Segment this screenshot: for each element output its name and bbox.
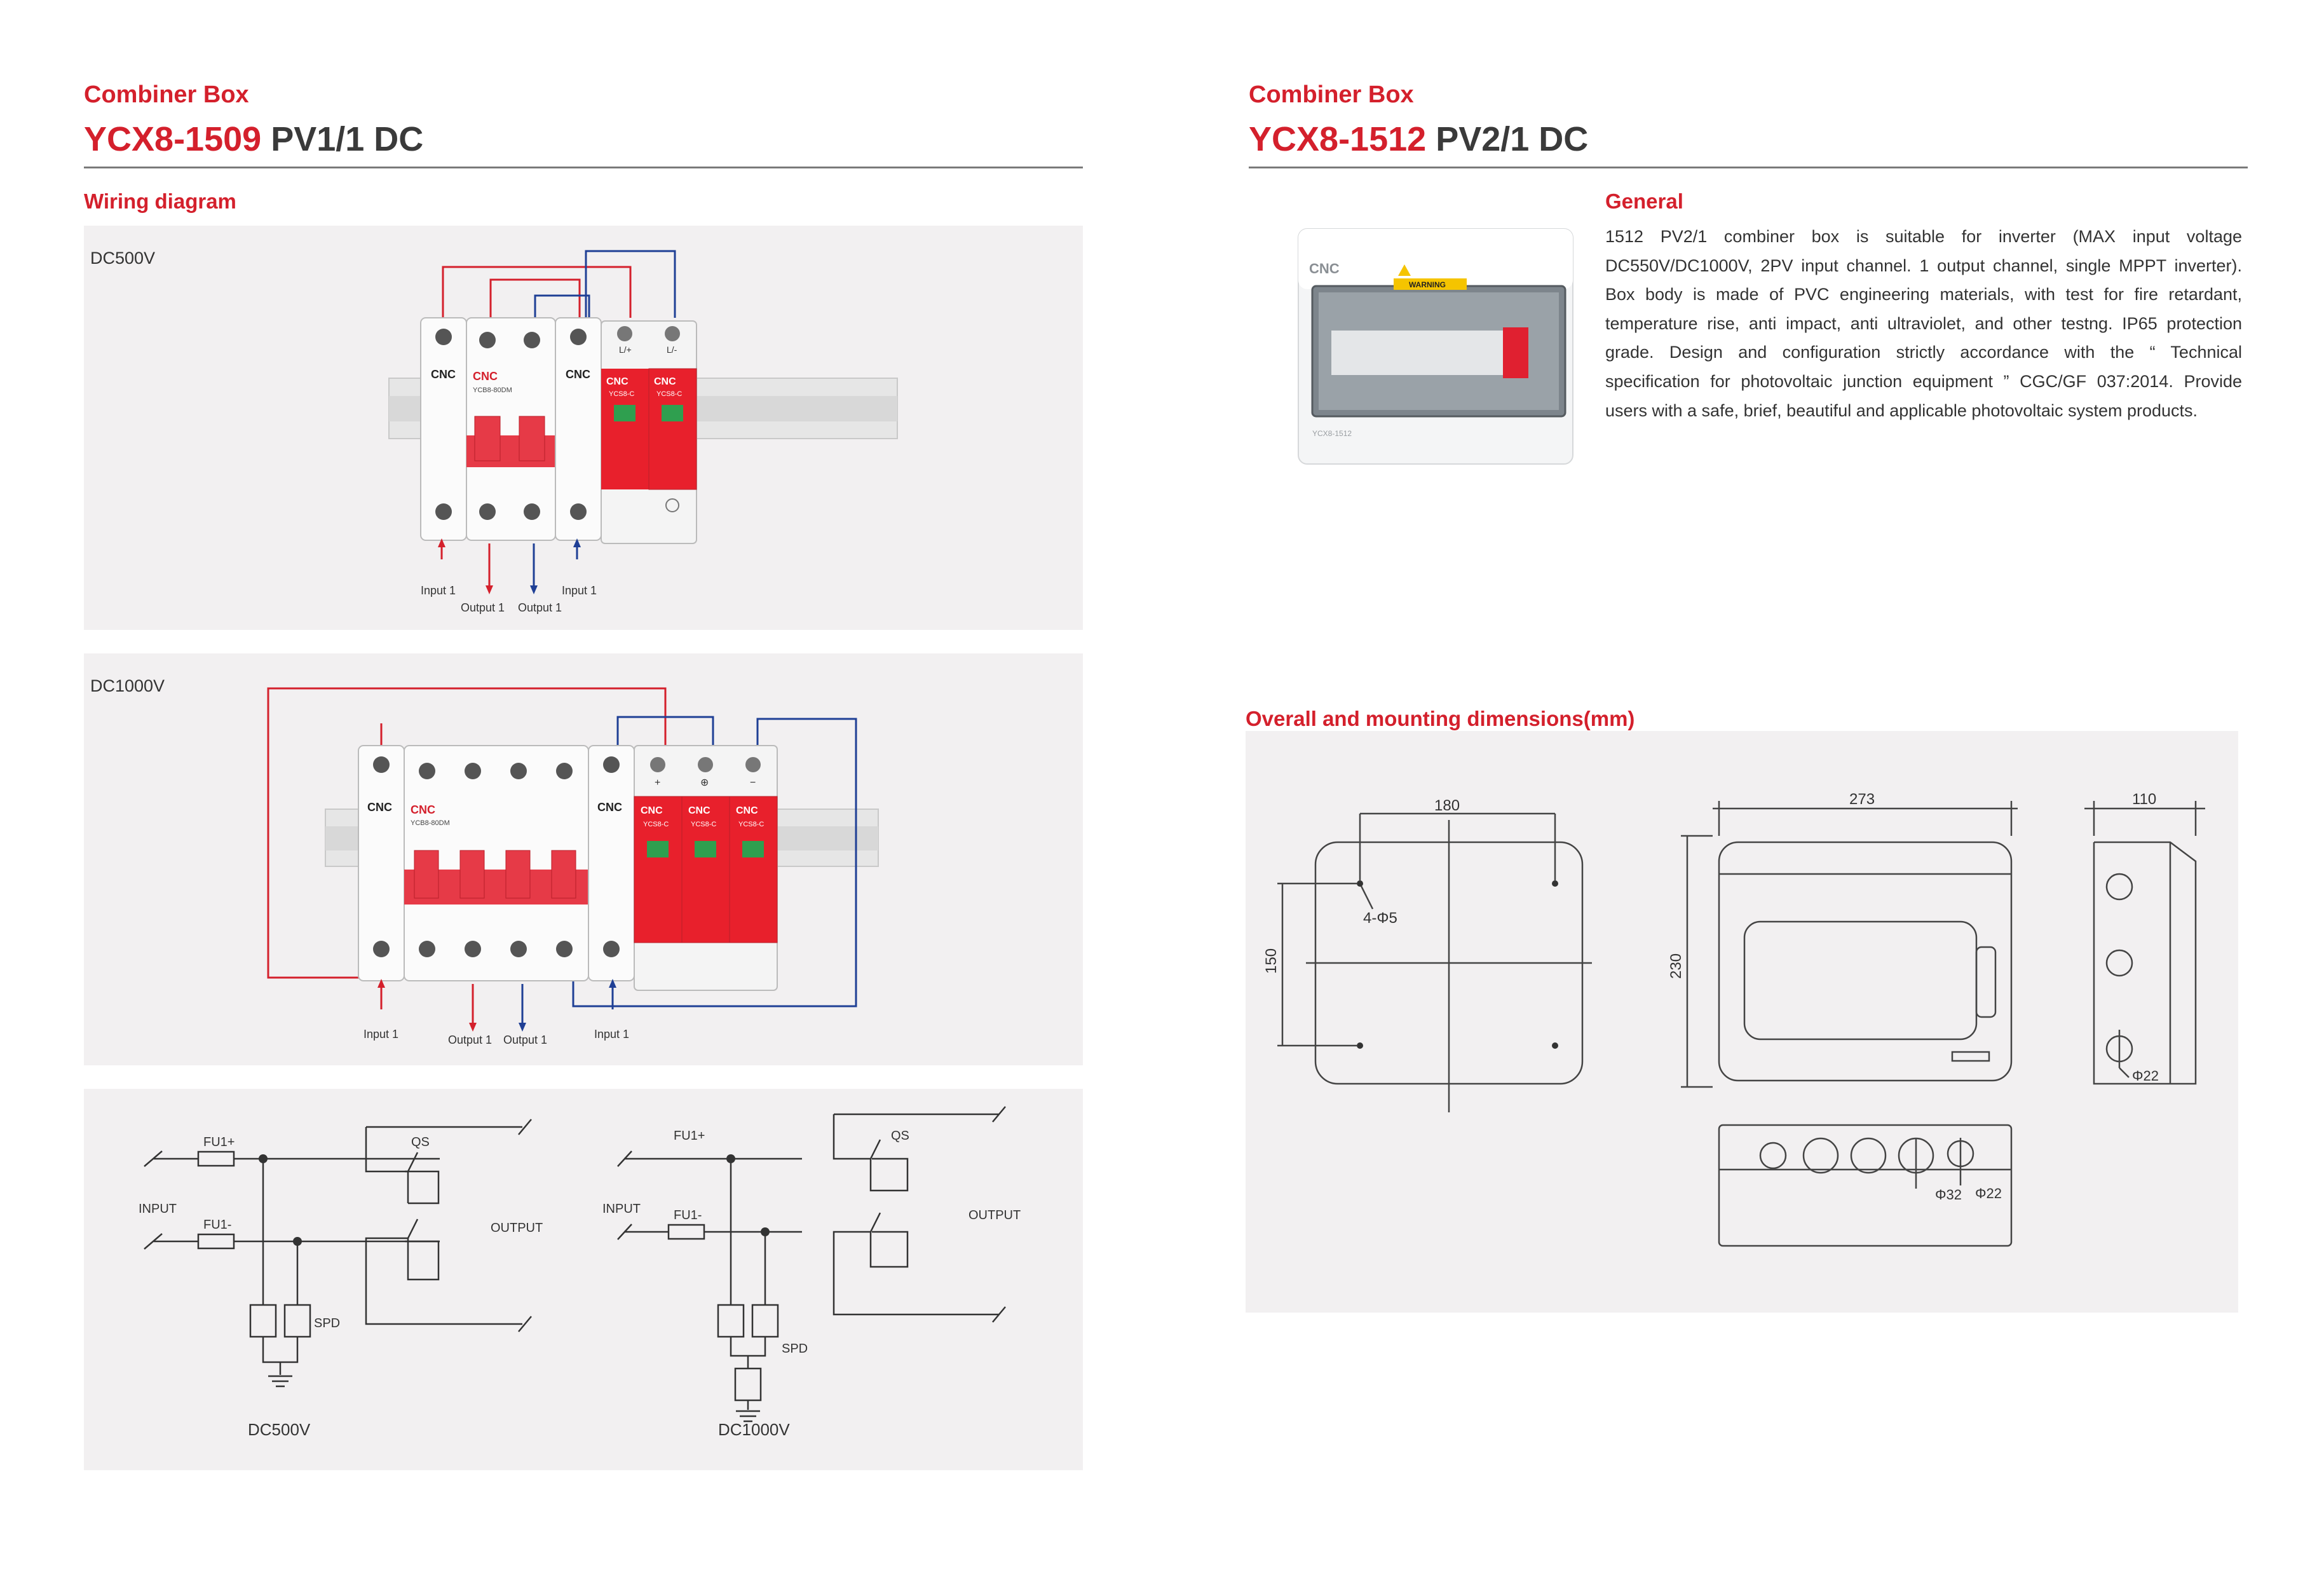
- schem-b-fuse-neg: FU1-: [674, 1208, 702, 1222]
- breaker-model-2: YCB8-80DM: [411, 819, 450, 827]
- spd-model-3: YCS8-C: [643, 821, 669, 828]
- brand-8: CNC: [597, 801, 622, 814]
- general-title: General: [1605, 189, 1683, 213]
- right-category: Combiner Box: [1249, 81, 1414, 108]
- module-right-2: CNC: [588, 745, 635, 981]
- schem-b-input: INPUT: [602, 1202, 641, 1216]
- schem-b-spd: SPD: [782, 1342, 808, 1356]
- module-left-2: CNC: [358, 745, 405, 981]
- right-model-title: YCX8-1512 PV2/1 DC: [1249, 119, 1588, 159]
- dim-front-height: 230: [1668, 953, 1685, 979]
- wiring-panel-dc1000v: DC1000V CNC CNC YCB8-80DM: [84, 653, 1083, 1065]
- product-photo: CNC WARNING YCX8-1512: [1298, 228, 1573, 465]
- schem-a-spd: SPD: [314, 1316, 340, 1330]
- panel2-device-drawing: CNC CNC YCB8-80DM CNC: [267, 687, 879, 1046]
- schem-a-fuse-neg: FU1-: [203, 1218, 231, 1232]
- dim-bottom-hole-b: Φ22: [1975, 1185, 2002, 1201]
- brand-1: CNC: [431, 368, 456, 381]
- arrow-label-4: Input 1: [562, 584, 597, 597]
- schem-b-output: OUTPUT: [968, 1208, 1021, 1222]
- arrow-output-2a: [469, 984, 477, 1032]
- panel1-label: DC500V: [90, 249, 156, 268]
- arrow-label-8: Input 1: [594, 1028, 629, 1041]
- dim-front-width: 273: [1849, 791, 1875, 808]
- module-right: CNC: [555, 317, 602, 541]
- panel1-device-drawing: CNC CNC YCB8-80DM CNC L/+: [388, 250, 898, 614]
- dim-mount-height: 150: [1263, 948, 1280, 974]
- spd-model-4: YCS8-C: [691, 821, 716, 828]
- arrow-label-2: Output 1: [461, 601, 505, 614]
- schem-b-switch: QS: [891, 1129, 909, 1143]
- dim-mount-width: 180: [1434, 797, 1460, 814]
- right-model-code: YCX8-1512: [1249, 120, 1427, 158]
- arrow-label-5: Input 1: [364, 1028, 398, 1041]
- arrow-output-2b: [519, 984, 526, 1032]
- general-text: 1512 PV2/1 combiner box is suitable for …: [1605, 227, 2242, 420]
- left-model-title: YCX8-1509 PV1/1 DC: [84, 119, 423, 159]
- schematic-drawing: FU1+ FU1- INPUT OUTPUT QS SPD DC500V FU1…: [139, 1106, 1021, 1439]
- brand-10: CNC: [688, 805, 710, 816]
- module-left: CNC: [420, 317, 467, 541]
- arrow-output-1a: [486, 543, 493, 594]
- schematic-panel: FU1+ FU1- INPUT OUTPUT QS SPD DC500V FU1…: [84, 1089, 1083, 1470]
- spd-model-1: YCS8-C: [609, 390, 634, 398]
- schem-a-input: INPUT: [139, 1202, 177, 1216]
- arrow-output-1b: [530, 543, 538, 594]
- product-brand: CNC: [1309, 261, 1340, 276]
- spd-model-2: YCS8-C: [656, 390, 682, 398]
- panel2-label: DC1000V: [90, 676, 165, 695]
- dim-side-depth: 110: [2132, 791, 2156, 808]
- right-model-desc: PV2/1 DC: [1436, 120, 1589, 158]
- left-model-code: YCX8-1509: [84, 120, 262, 158]
- wiring-diagram-title: Wiring diagram: [84, 189, 236, 213]
- spd-module-triple: + ⊕ − CNC CNC CNC YCS8-C YCS8-C YCS8-C: [634, 745, 778, 991]
- arrow-label-6: Output 1: [448, 1034, 492, 1046]
- spd-module-pair: L/+ L/- CNC CNC YCS8-C YCS8-C: [601, 320, 697, 544]
- dim-side-hole: Φ22: [2132, 1068, 2159, 1084]
- left-category: Combiner Box: [84, 81, 249, 108]
- brand-5: CNC: [654, 376, 676, 387]
- terminal-pos: L/+: [619, 345, 632, 355]
- schem-b-fuse-pos: FU1+: [674, 1129, 705, 1143]
- schem-a-switch: QS: [411, 1135, 430, 1149]
- brand-4: CNC: [606, 376, 629, 387]
- right-divider: [1249, 167, 2248, 168]
- left-divider: [84, 167, 1083, 168]
- product-warning: WARNING: [1409, 280, 1446, 289]
- schem-a-fuse-pos: FU1+: [203, 1135, 234, 1149]
- brand-11: CNC: [736, 805, 758, 816]
- arrow-label-7: Output 1: [503, 1034, 547, 1046]
- brand-7: CNC: [411, 803, 435, 816]
- brand-6: CNC: [367, 801, 392, 814]
- dims-panel: 180 150 4-Φ5 273 230 110 Φ22 Φ32 Φ22: [1246, 731, 2238, 1313]
- breaker-4p: CNC YCB8-80DM: [404, 745, 589, 981]
- brand-3: CNC: [566, 368, 590, 381]
- arrow-input-2b: [609, 979, 616, 1009]
- brand-2: CNC: [473, 370, 498, 383]
- terminal-earth: ⊕: [700, 777, 709, 788]
- arrow-input-2a: [377, 979, 385, 1009]
- wiring-panel-dc500v: DC500V CNC CNC YCB8-80DM: [84, 226, 1083, 630]
- left-model-desc: PV1/1 DC: [271, 120, 424, 158]
- breaker-model-1: YCB8-80DM: [473, 386, 512, 394]
- dims-title: Overall and mounting dimensions(mm): [1246, 707, 1635, 730]
- schem-a-output: OUTPUT: [491, 1221, 543, 1235]
- arrow-input-1b: [573, 538, 581, 559]
- breaker-2p: CNC YCB8-80DM: [466, 317, 556, 541]
- arrow-input-1a: [438, 538, 445, 559]
- terminal-plus: +: [655, 777, 660, 788]
- schem-a-caption: DC500V: [248, 1420, 311, 1439]
- terminal-neg: L/-: [667, 345, 677, 355]
- terminal-minus: −: [750, 777, 756, 788]
- dim-holes: 4-Φ5: [1363, 910, 1397, 927]
- dim-bottom-hole-a: Φ32: [1935, 1187, 1962, 1203]
- schem-b-caption: DC1000V: [718, 1420, 790, 1439]
- brand-9: CNC: [641, 805, 663, 816]
- product-label: YCX8-1512: [1312, 429, 1352, 438]
- arrow-label-1: Input 1: [421, 584, 456, 597]
- spd-model-5: YCS8-C: [738, 821, 764, 828]
- arrow-label-3: Output 1: [518, 601, 562, 614]
- dims-drawing: 180 150 4-Φ5 273 230 110 Φ22 Φ32 Φ22: [1263, 791, 2205, 1247]
